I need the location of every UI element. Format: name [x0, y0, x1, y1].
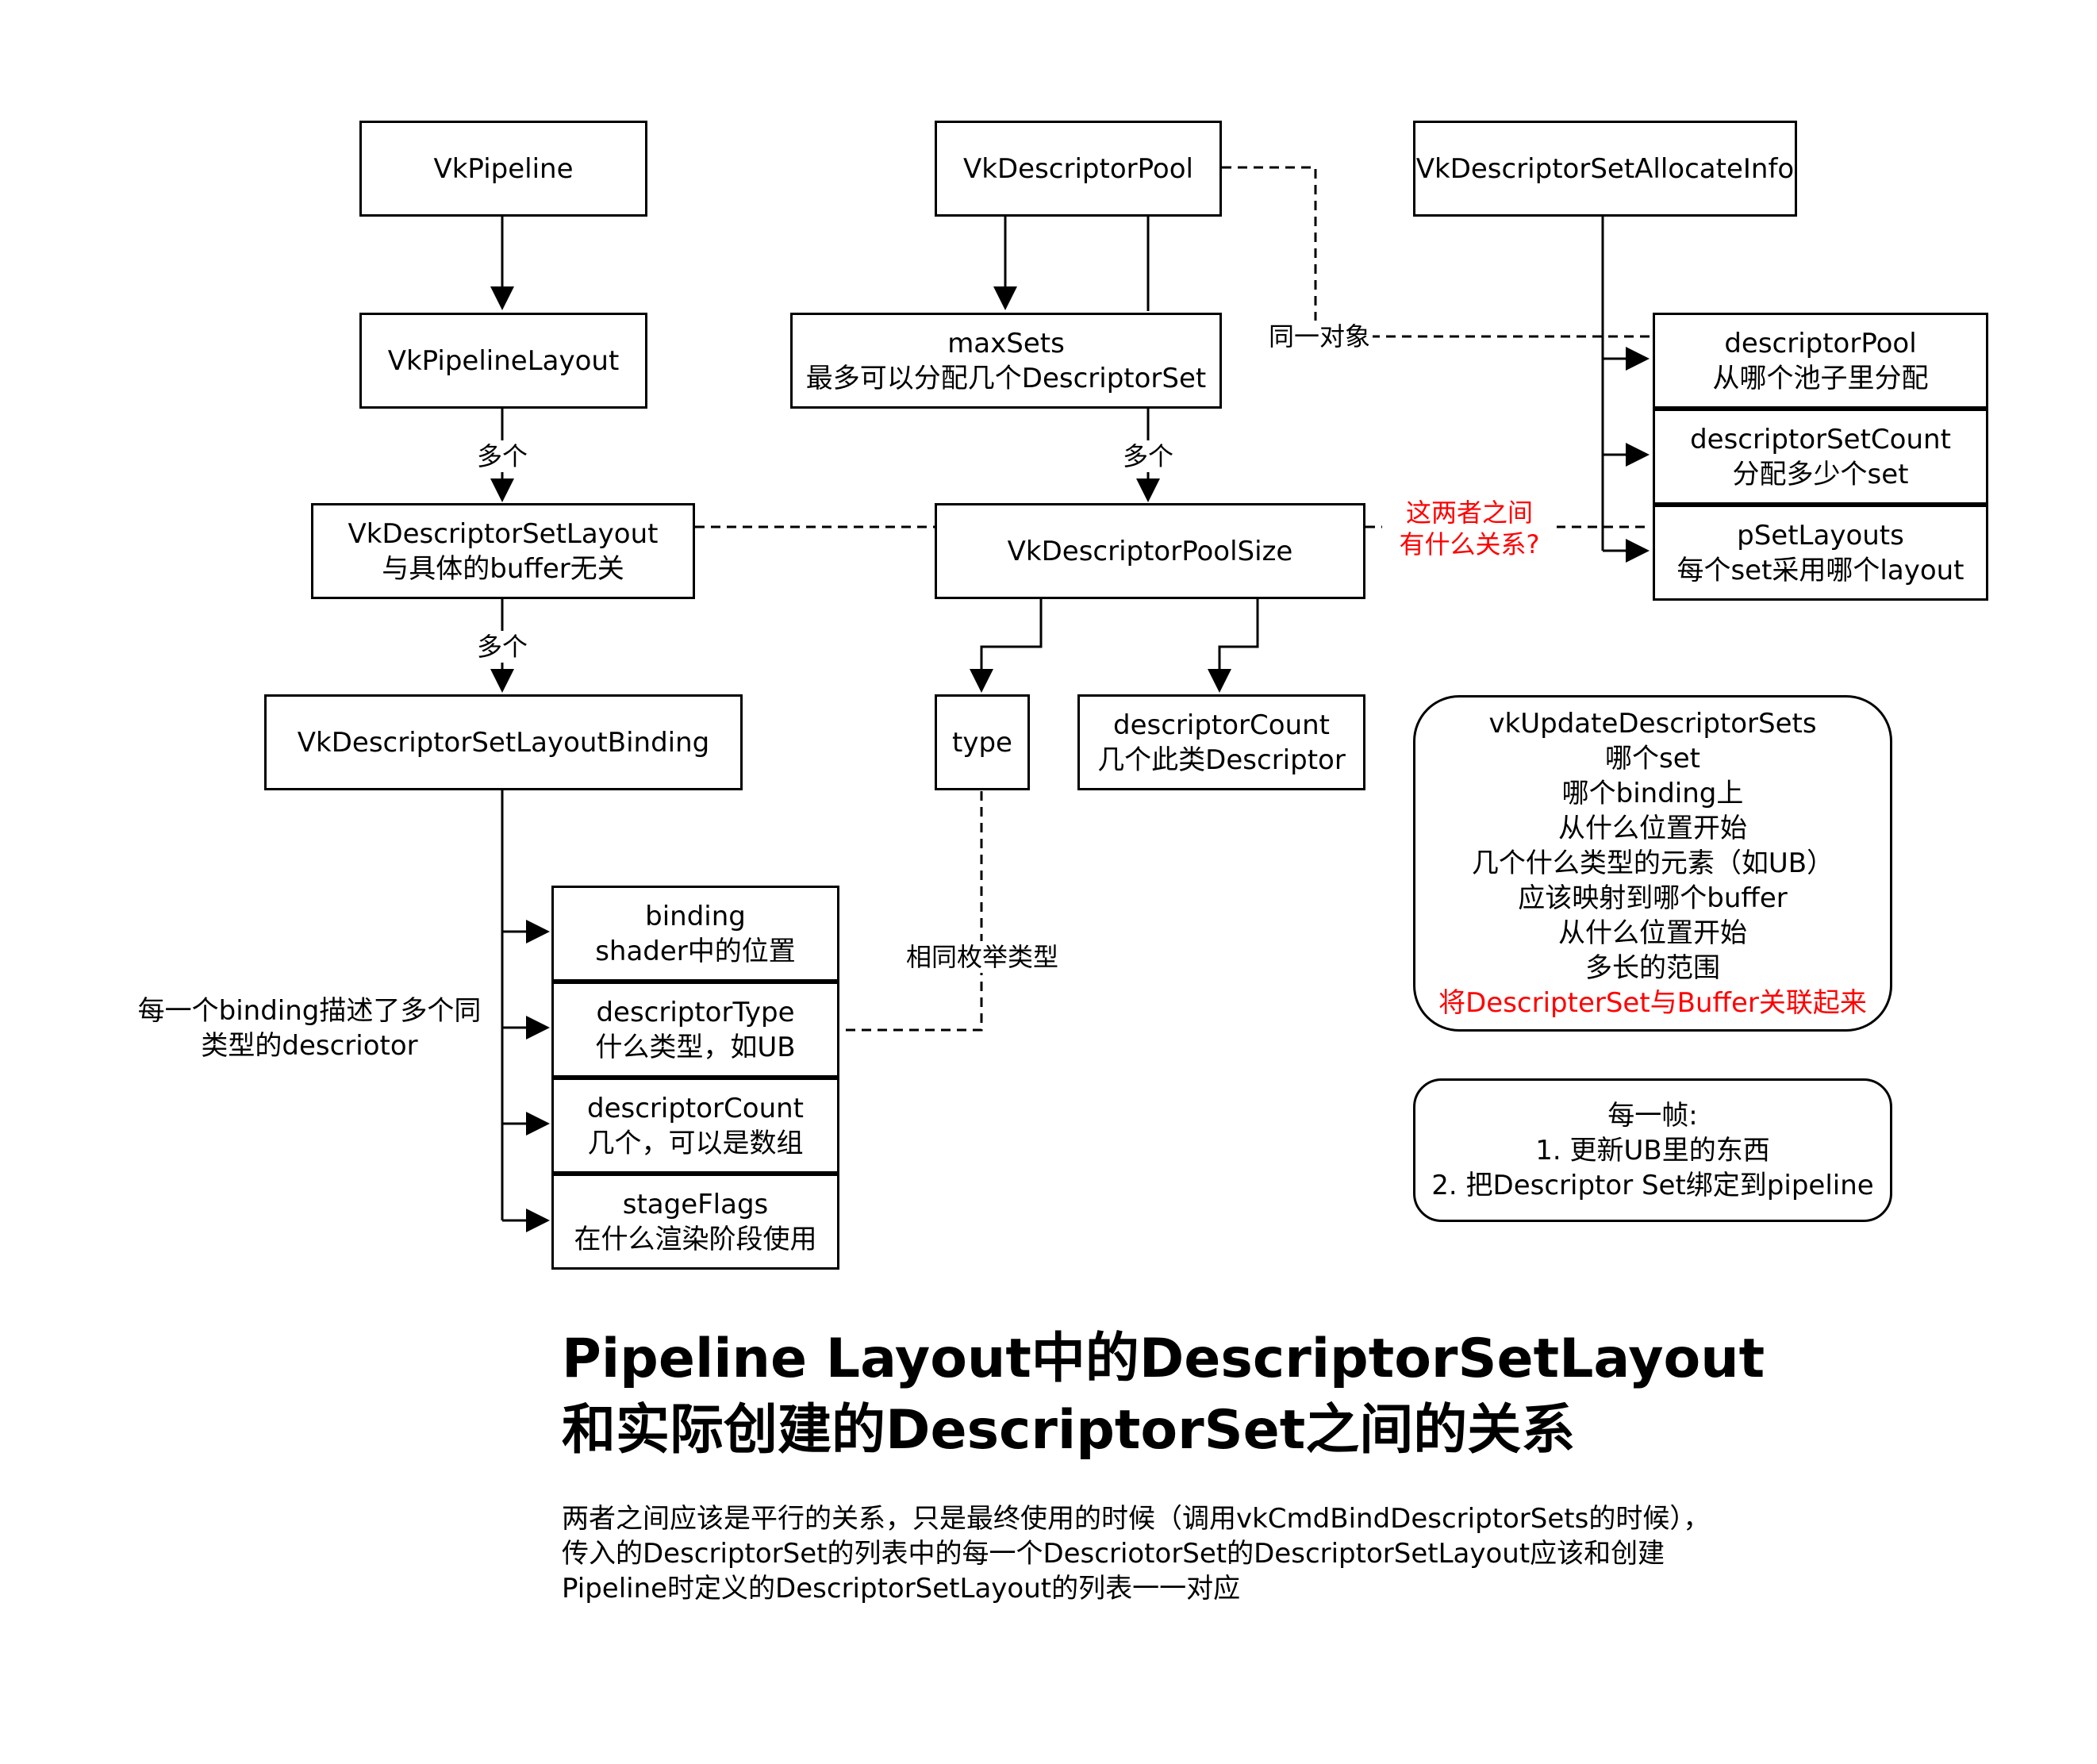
vk-descriptor-set-allocate-info-node: VkDescriptorSetAllocateInfo [1413, 121, 1797, 217]
dashed-same-object [1222, 166, 1651, 338]
update-line: 从什么位置开始 [1558, 813, 1747, 844]
alloc-field-descriptor-pool: descriptorPool 从哪个池子里分配 [1653, 313, 1988, 409]
frame-line: 每一帧: [1607, 1099, 1698, 1132]
diagram-description: 两者之间应该是平行的关系，只是最终使用的时候（调用vkCmdBindDescri… [562, 1503, 1711, 1605]
ds-layout-binding-label: VkDescriptorSetLayoutBinding [297, 726, 710, 759]
binding-field-desc: 几个，可以是数组 [587, 1127, 804, 1159]
alloc-field-desc: 分配多少个set [1732, 458, 1909, 490]
type-node: type [935, 694, 1030, 790]
update-line: 从什么位置开始 [1558, 917, 1747, 949]
binding-field-descriptor-type: descriptorType 什么类型，如UB [551, 982, 839, 1078]
binding-field-desc: shader中的位置 [595, 935, 796, 967]
type-label: type [952, 726, 1012, 759]
binding-note-line: 每一个binding描述了多个同 [137, 995, 482, 1027]
alloc-field-name: descriptorSetCount [1690, 423, 1951, 455]
binding-field-desc: 什么类型，如UB [595, 1031, 796, 1063]
alloc-field-name: descriptorPool [1724, 327, 1917, 359]
vk-descriptor-pool-node: VkDescriptorPool [935, 121, 1222, 217]
per-frame-note: 每一帧: 1. 更新UB里的东西 2. 把Descriptor Set绑定到pi… [1413, 1078, 1892, 1222]
descriptor-pool-label: VkDescriptorPool [963, 152, 1193, 185]
binding-field-descriptor-count: descriptorCount 几个，可以是数组 [551, 1078, 839, 1174]
descriptor-count-note: 几个此类Descriptor [1097, 744, 1346, 776]
ds-layout-title: VkDescriptorSetLayout [348, 517, 659, 550]
max-sets-title: maxSets [947, 327, 1065, 359]
binding-field-desc: 在什么渲染阶段使用 [574, 1223, 817, 1255]
title-line: Pipeline Layout中的DescriptorSetLayout [562, 1328, 1765, 1390]
edge-label-many: 多个 [1122, 440, 1174, 472]
title-line: 和实际创建的DescriptorSet之间的关系 [562, 1399, 1576, 1462]
vk-pipeline-node: VkPipeline [359, 121, 647, 217]
binding-field-binding: binding shader中的位置 [551, 886, 839, 982]
question-line: 有什么关系? [1399, 529, 1540, 559]
update-line: 哪个binding上 [1561, 778, 1744, 809]
descriptor-count-node: descriptorCount 几个此类Descriptor [1077, 694, 1365, 790]
frame-line: 1. 更新UB里的东西 [1535, 1134, 1770, 1166]
update-descriptor-sets-note: vkUpdateDescriptorSets 哪个set 哪个binding上 … [1413, 695, 1892, 1032]
update-line: 哪个set [1605, 743, 1700, 774]
edge-label-many: 多个 [476, 440, 528, 472]
edge-label-same-object: 同一对象 [1266, 321, 1373, 352]
alloc-field-desc: 每个set采用哪个layout [1676, 554, 1964, 586]
arrow-poolsize-to-type [970, 599, 1043, 693]
binding-field-stage-flags: stageFlags 在什么渲染阶段使用 [551, 1174, 839, 1270]
vk-pipeline-layout-node: VkPipelineLayout [359, 313, 647, 409]
max-sets-note: 最多可以分配几个DescriptorSet [805, 362, 1207, 394]
binding-note-line: 类型的descriotor [201, 1030, 418, 1062]
update-highlight: 将DescripterSet与Buffer关联起来 [1438, 987, 1867, 1019]
binding-description-note: 每一个binding描述了多个同 类型的descriotor [127, 993, 492, 1063]
vk-pipeline-layout-label: VkPipelineLayout [387, 344, 620, 377]
ds-layout-note: 与具体的buffer无关 [382, 552, 624, 585]
dashed-same-enum [839, 791, 983, 1032]
arrow-poolsize-to-count [1208, 599, 1259, 693]
edge-label-many: 多个 [476, 631, 528, 663]
binding-field-name: stageFlags [622, 1188, 769, 1220]
pool-size-label: VkDescriptorPoolSize [1007, 535, 1293, 567]
update-line: 应该映射到哪个buffer [1518, 882, 1788, 914]
vk-descriptor-pool-size-node: VkDescriptorPoolSize [935, 503, 1365, 599]
vk-descriptor-set-layout-node: VkDescriptorSetLayout 与具体的buffer无关 [311, 503, 695, 599]
update-line: vkUpdateDescriptorSets [1488, 708, 1817, 740]
update-line: 多长的范围 [1585, 952, 1720, 984]
max-sets-node: maxSets 最多可以分配几个DescriptorSet [790, 313, 1222, 409]
alloc-info-label: VkDescriptorSetAllocateInfo [1415, 152, 1795, 185]
edge-label-question: 这两者之间 有什么关系? [1382, 497, 1557, 560]
binding-field-name: descriptorCount [587, 1092, 804, 1124]
binding-field-name: descriptorType [596, 996, 795, 1028]
vk-descriptor-set-layout-binding-node: VkDescriptorSetLayoutBinding [264, 694, 743, 790]
alloc-field-desc: 从哪个池子里分配 [1712, 362, 1929, 394]
alloc-field-name: pSetLayouts [1737, 519, 1904, 551]
vk-pipeline-label: VkPipeline [433, 152, 574, 185]
diagram-title: Pipeline Layout中的DescriptorSetLayout 和实际… [562, 1324, 1765, 1466]
alloc-field-p-set-layouts: pSetLayouts 每个set采用哪个layout [1653, 505, 1988, 601]
edge-label-same-enum: 相同枚举类型 [901, 941, 1063, 973]
alloc-field-set-count: descriptorSetCount 分配多少个set [1653, 409, 1988, 505]
descriptor-count-title: descriptorCount [1113, 709, 1330, 741]
binding-field-name: binding [645, 900, 746, 932]
question-line: 这两者之间 [1405, 498, 1533, 528]
frame-line: 2. 把Descriptor Set绑定到pipeline [1431, 1169, 1874, 1201]
update-line: 几个什么类型的元素（如UB） [1471, 847, 1834, 879]
